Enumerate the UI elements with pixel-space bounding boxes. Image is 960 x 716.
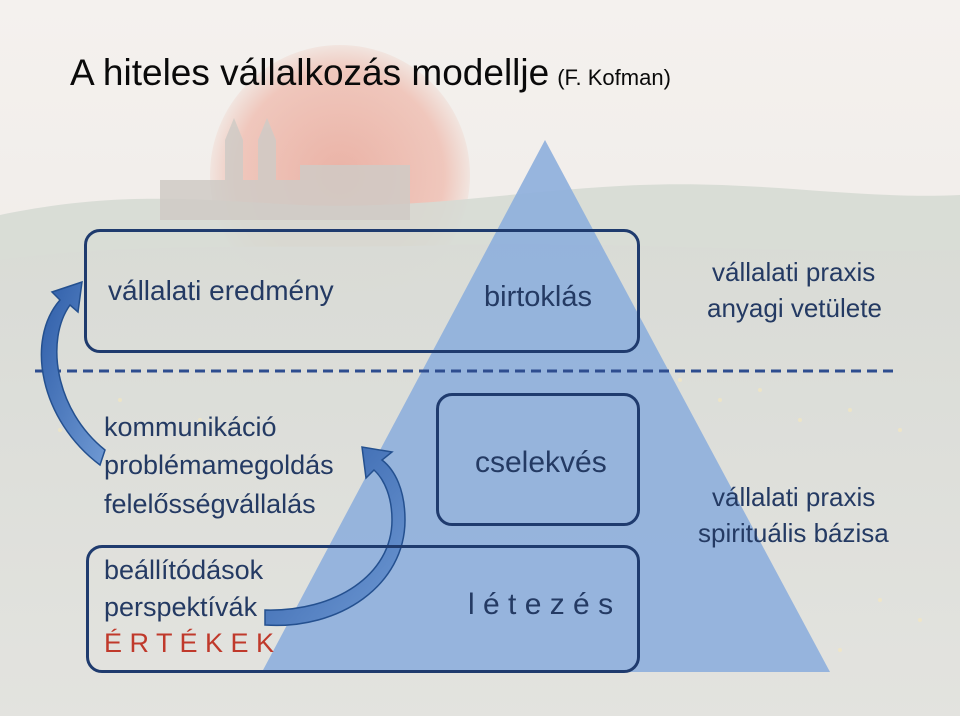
label-ertekek: É R T É K E K [104, 628, 275, 658]
upper-box [84, 229, 640, 353]
label-spiritualis-bazisa-2: spirituális bázisa [698, 518, 889, 548]
curved-arrow-up [40, 280, 106, 467]
label-vallalati-eredmeny: vállalati eredmény [108, 275, 334, 306]
label-problemamegoldas: problémamegoldás [104, 450, 334, 480]
title-main: A hiteles vállalkozás modellje [70, 52, 550, 93]
label-beallitodasok: beállítódások [104, 555, 264, 585]
label-letezes: l é t e z é s [468, 588, 614, 621]
label-felelossegvallalas: felelősségvállalás [104, 489, 316, 519]
title-author: (F. Kofman) [557, 65, 671, 90]
base-box [86, 545, 640, 673]
label-perspektivak: perspektívák [104, 592, 258, 622]
castle-silhouette [160, 118, 410, 220]
label-birtoklas: birtoklás [484, 281, 592, 313]
curved-arrow-right [264, 446, 406, 627]
page-title: A hiteles vállalkozás modellje (F. Kofman… [70, 52, 671, 94]
label-cselekves: cselekvés [475, 446, 607, 479]
label-spiritualis-bazisa-1: vállalati praxis [712, 482, 876, 512]
middle-box [436, 393, 640, 526]
label-kommunikacio: kommunikáció [104, 412, 277, 442]
pyramid [262, 140, 830, 672]
label-anyagi-vetulete-2: anyagi vetülete [707, 293, 882, 323]
label-anyagi-vetulete-1: vállalati praxis [712, 257, 876, 287]
